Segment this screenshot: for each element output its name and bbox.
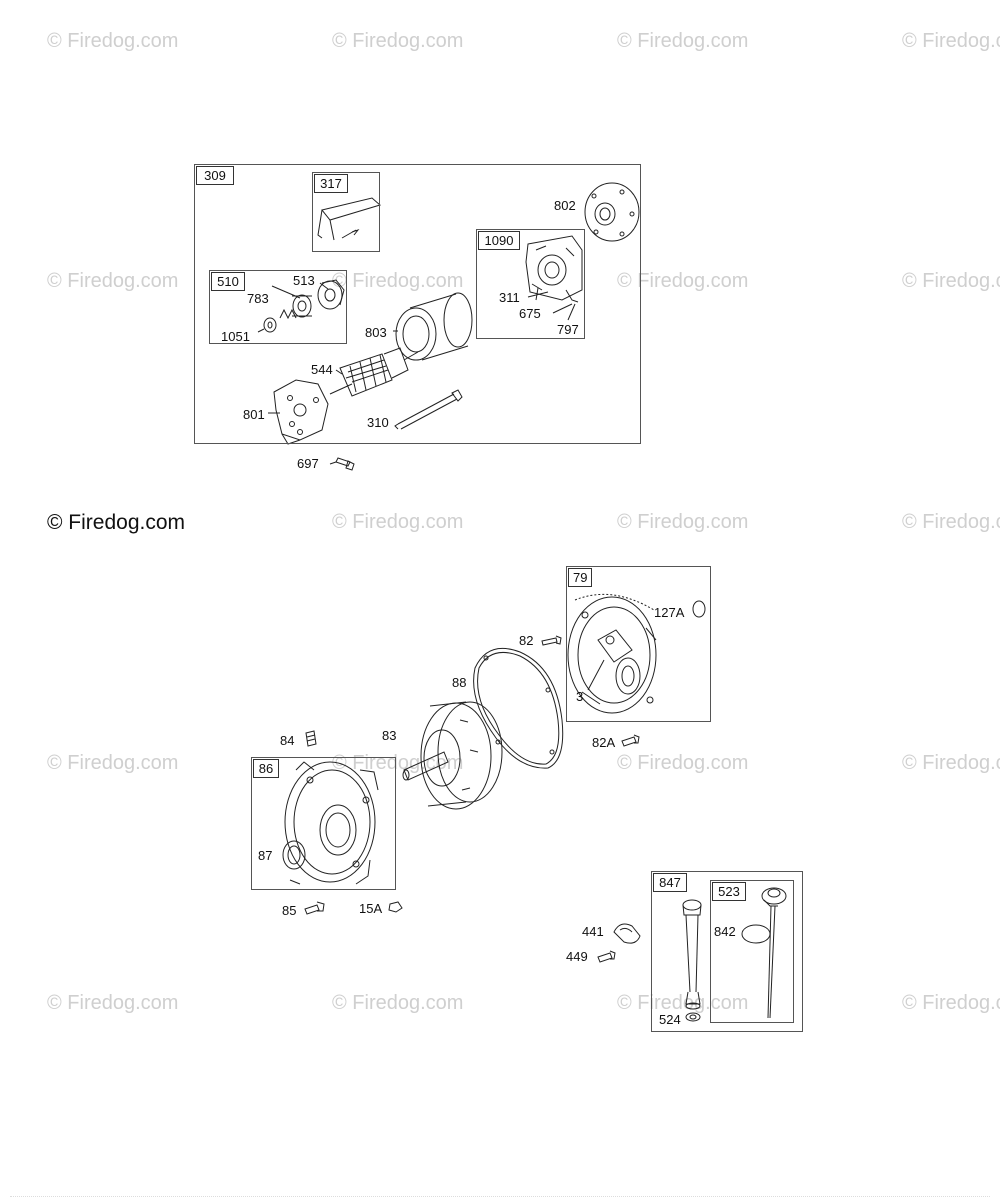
part-83-drawing[interactable] [403,702,502,809]
watermark: © Firedog.com [47,30,179,52]
part-label-697[interactable]: 697 [297,456,319,471]
part-79-drawing[interactable] [568,594,656,713]
assembly-tag-309[interactable]: 309 [196,166,234,185]
part-82-drawing[interactable] [542,636,561,645]
watermark: © Firedog.com [902,270,1000,292]
part-317-drawing[interactable] [318,198,380,240]
part-847-drawing[interactable] [683,900,701,1009]
part-label-524[interactable]: 524 [659,1012,681,1027]
part-842-drawing[interactable] [742,925,770,943]
assembly-523-box [710,880,794,1023]
assembly-tag-523[interactable]: 523 [712,882,746,901]
watermark: © Firedog.com [332,30,464,52]
part-label-797[interactable]: 797 [557,322,579,337]
part-label-544[interactable]: 544 [311,362,333,377]
part-86-drawing[interactable] [285,762,378,884]
part-84-drawing[interactable] [306,731,316,746]
part-697-drawing[interactable] [330,458,354,470]
assembly-tag-847[interactable]: 847 [653,873,687,892]
assembly-1090-box [476,229,585,339]
assembly-86-box [251,757,396,890]
part-label-513[interactable]: 513 [293,273,315,288]
part-803-drawing[interactable] [393,293,472,360]
part-802-drawing[interactable] [585,183,639,241]
part-15A-drawing[interactable] [389,902,402,912]
assembly-309-box [194,164,641,444]
part-449-drawing[interactable] [598,951,615,962]
part-label-803[interactable]: 803 [365,325,387,340]
watermark: © Firedog.com [617,30,749,52]
watermark: © Firedog.com [332,270,464,292]
watermark: © Firedog.com [332,511,464,533]
part-label-783[interactable]: 783 [247,291,269,306]
assembly-tag-86[interactable]: 86 [253,759,279,778]
assembly-510-box [209,270,347,344]
part-label-83[interactable]: 83 [382,728,397,743]
watermark: © Firedog.com [902,30,1000,52]
watermark: © Firedog.com [902,511,1000,533]
part-label-311[interactable]: 311 [499,290,520,305]
watermark: © Firedog.com [332,992,464,1014]
part-label-310[interactable]: 310 [367,415,389,430]
part-label-842[interactable]: 842 [714,924,736,939]
part-1090-drawing[interactable] [526,236,582,320]
part-label-88[interactable]: 88 [452,675,467,690]
part-87-drawing[interactable] [283,841,305,869]
part-85-drawing[interactable] [305,902,324,914]
part-label-441[interactable]: 441 [582,924,604,939]
part-310-drawing[interactable] [395,390,462,429]
part-label-3[interactable]: 3 [576,689,584,704]
watermark: © Firedog.com [617,511,749,533]
part-127A-drawing[interactable] [693,601,705,617]
part-label-84[interactable]: 84 [280,733,295,748]
assembly-tag-317[interactable]: 317 [314,174,348,193]
part-523-drawing[interactable] [762,888,786,1018]
part-441-drawing[interactable] [614,924,640,943]
part-label-801[interactable]: 801 [243,407,265,422]
site-logo-text: © Firedog.com [47,511,186,534]
watermark: © Firedog.com [47,992,179,1014]
part-82A-drawing[interactable] [622,735,639,746]
part-label-675[interactable]: 675 [519,306,541,321]
watermark: © Firedog.com [617,752,749,774]
part-label-85[interactable]: 85 [282,903,297,918]
watermark: © Firedog.com [47,270,179,292]
watermark: © Firedog.com [47,752,179,774]
part-label-82[interactable]: 82 [519,633,534,648]
watermark: © Firedog.com [902,752,1000,774]
part-510-drawing[interactable] [258,280,344,332]
assembly-tag-510[interactable]: 510 [211,272,245,291]
assembly-317-box [312,172,380,252]
part-label-82A[interactable]: 82A [592,735,616,750]
part-524-drawing[interactable] [686,1013,700,1021]
assembly-847-box [651,871,803,1032]
part-label-87[interactable]: 87 [258,848,273,863]
part-801-drawing[interactable] [268,380,328,444]
part-label-15A[interactable]: 15A [359,901,383,916]
watermark: © Firedog.com [617,270,749,292]
watermark: © Firedog.com [902,992,1000,1014]
part-544-drawing[interactable] [330,348,418,396]
assembly-79-box [566,566,711,722]
page-bottom-rule [10,1196,990,1198]
watermark: © Firedog.com [617,992,749,1014]
part-label-127A[interactable]: 127A [654,605,685,620]
assembly-tag-79[interactable]: 79 [568,568,592,587]
part-label-449[interactable]: 449 [566,949,588,964]
assembly-tag-1090[interactable]: 1090 [478,231,520,250]
part-88-drawing[interactable] [474,648,563,768]
part-label-1051[interactable]: 1051 [221,329,250,344]
part-label-802[interactable]: 802 [554,198,576,213]
